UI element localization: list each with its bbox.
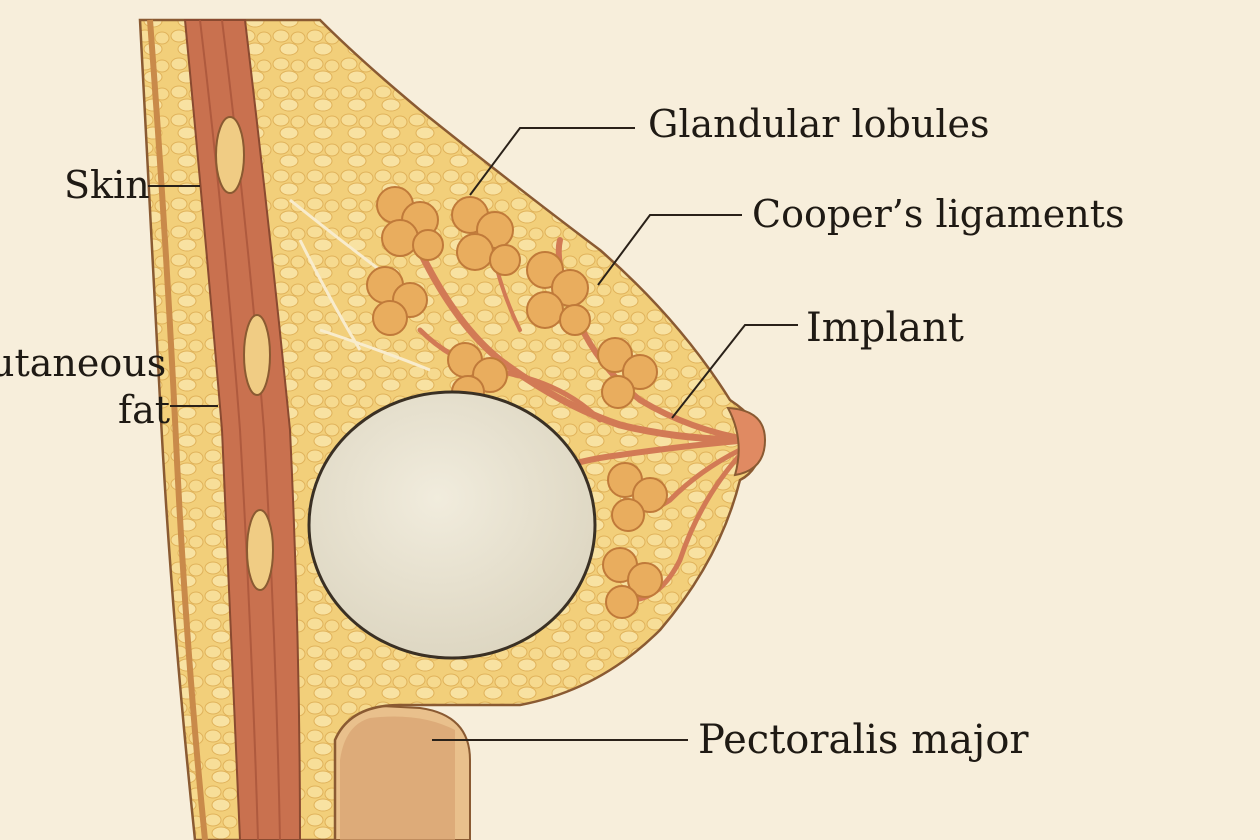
- label-subcutaneous-fat-line1: utaneous: [0, 341, 167, 385]
- lobule-7: [607, 462, 668, 532]
- skin-layer: [147, 19, 208, 840]
- chest-muscle-band: [183, 19, 302, 840]
- breast-implant: [307, 390, 597, 660]
- label-skin: Skin: [64, 163, 150, 207]
- rib-1: [215, 116, 245, 194]
- lobule-1: [376, 186, 444, 261]
- lobule-3: [526, 251, 591, 336]
- leader-glandular-lobules: [469, 127, 635, 196]
- label-glandular-lobules: Glandular lobules: [648, 102, 990, 146]
- lobule-8: [602, 547, 663, 619]
- leader-lines: [148, 127, 798, 741]
- leader-implant: [671, 324, 798, 419]
- coopers-ligament-lines: [289, 198, 431, 372]
- label-pectoralis-major: Pectoralis major: [698, 717, 1029, 763]
- lobule-2: [451, 196, 521, 276]
- label-subcutaneous-fat-line2: fat: [118, 388, 170, 432]
- rib-3: [246, 509, 274, 591]
- leader-coopers-ligaments: [597, 214, 742, 286]
- lobule-6: [597, 337, 658, 409]
- glandular-lobules: [366, 186, 668, 619]
- rib-2: [243, 314, 271, 396]
- label-implant: Implant: [806, 305, 964, 351]
- nipple: [726, 406, 767, 477]
- lobule-4: [366, 266, 428, 336]
- pectoralis-shadow: [340, 716, 455, 840]
- label-coopers-ligaments: Cooper’s ligaments: [752, 192, 1125, 236]
